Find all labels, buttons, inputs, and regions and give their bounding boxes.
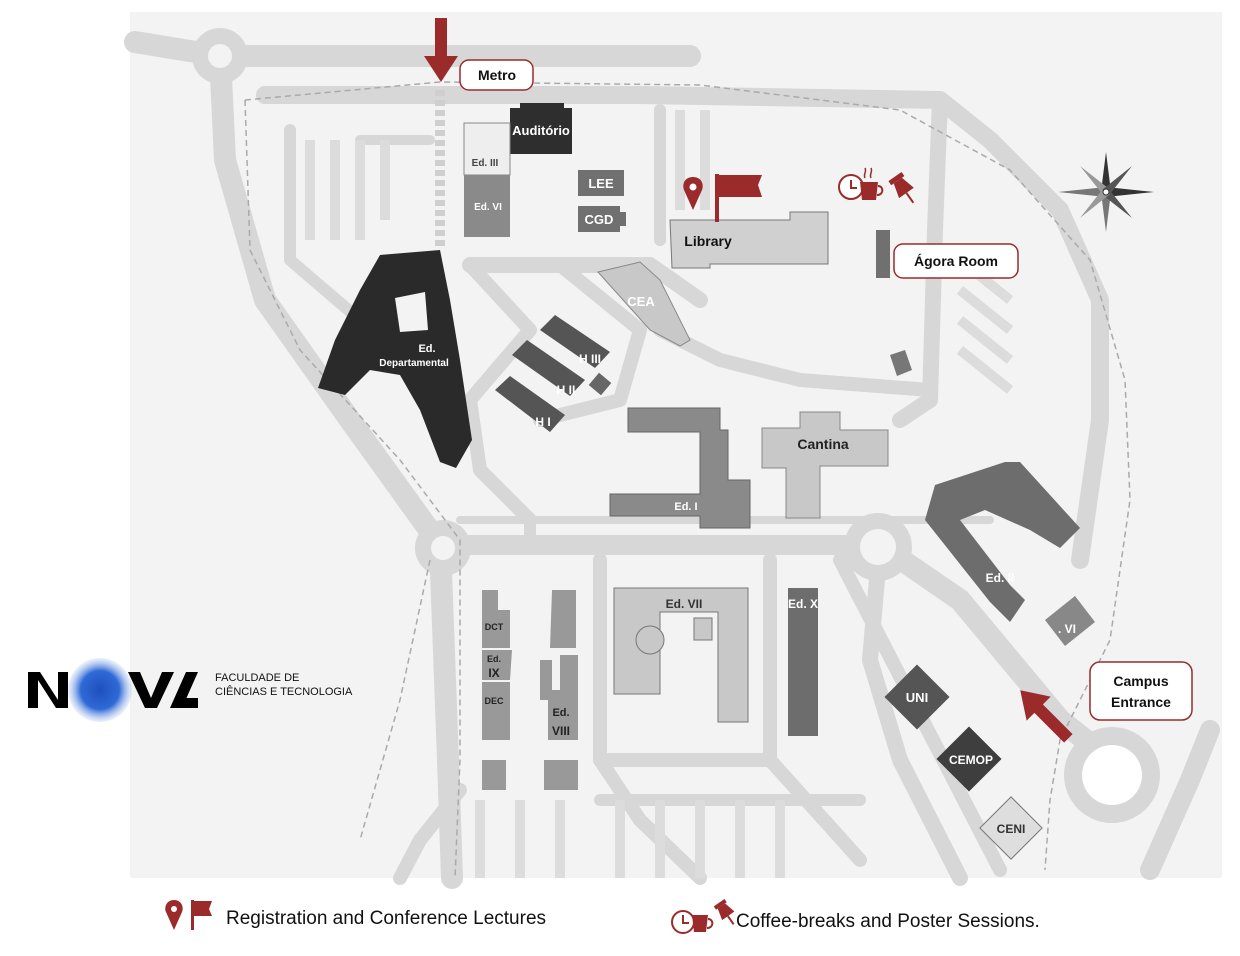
legend-coffee-cup-icon bbox=[692, 915, 714, 932]
campus-perimeter bbox=[244, 81, 1131, 879]
building-ed-ix[interactable]: Ed. IX bbox=[482, 650, 512, 680]
building-agora[interactable] bbox=[876, 230, 890, 278]
building-h-iii[interactable]: H III bbox=[540, 315, 610, 368]
building-ceni[interactable]: CENI bbox=[979, 796, 1043, 860]
svg-text:Ed. I: Ed. I bbox=[674, 501, 697, 513]
nova-logo: FACULDADE DE CIÊNCIAS E TECNOLOGIA bbox=[28, 658, 353, 722]
building-cgd[interactable]: CGD bbox=[578, 206, 626, 232]
coffee-cup-icon bbox=[860, 167, 884, 200]
svg-text:UNI: UNI bbox=[906, 690, 928, 705]
logo-line2: CIÊNCIAS E TECNOLOGIA bbox=[215, 685, 353, 698]
building-uni[interactable]: UNI bbox=[884, 664, 950, 730]
svg-text:IX: IX bbox=[488, 666, 499, 680]
svg-text:DEC: DEC bbox=[484, 696, 504, 706]
svg-text:Metro: Metro bbox=[478, 67, 516, 83]
building-h-i[interactable]: H I bbox=[495, 376, 565, 432]
svg-text:Cantina: Cantina bbox=[797, 436, 849, 452]
logo-line1: FACULDADE DE bbox=[215, 672, 299, 684]
svg-text:Ed. III: Ed. III bbox=[472, 158, 499, 169]
building-auditorio[interactable]: Auditório bbox=[510, 103, 572, 154]
svg-text:Ed.: Ed. bbox=[552, 707, 569, 719]
building-library[interactable]: Library bbox=[669, 211, 829, 269]
svg-text:Auditório: Auditório bbox=[512, 123, 570, 138]
svg-text:LEE: LEE bbox=[588, 176, 614, 191]
building-cantina[interactable]: Cantina bbox=[761, 411, 889, 519]
roundabouts bbox=[192, 28, 1160, 823]
svg-text:Ágora Room: Ágora Room bbox=[914, 253, 998, 269]
svg-text:Ed. VI: Ed. VI bbox=[474, 202, 502, 213]
svg-text:Ed. VII: Ed. VII bbox=[666, 597, 703, 611]
building-ed-vi[interactable]: Ed. VI bbox=[464, 175, 510, 237]
building-cea[interactable]: CEA bbox=[597, 261, 691, 347]
callout-metro[interactable]: Metro bbox=[459, 59, 534, 91]
svg-text:H II: H II bbox=[557, 383, 576, 397]
building-cemop[interactable]: CEMOP bbox=[936, 726, 1002, 792]
svg-text:VIII: VIII bbox=[552, 724, 570, 738]
clock-icon bbox=[838, 174, 864, 200]
legend-registration: Registration and Conference Lectures bbox=[226, 908, 547, 929]
building-ed-iii[interactable]: Ed. III bbox=[463, 122, 511, 176]
building-ed-x[interactable]: Ed. X bbox=[788, 588, 818, 736]
svg-text:. VI: . VI bbox=[1058, 622, 1076, 636]
arrow-up-left-icon bbox=[1020, 690, 1073, 743]
svg-text:CEA: CEA bbox=[627, 294, 655, 309]
svg-text:Ed. X: Ed. X bbox=[788, 597, 818, 611]
legend-pushpin-icon bbox=[713, 898, 735, 925]
svg-text:CENI: CENI bbox=[997, 822, 1026, 836]
svg-text:Campus: Campus bbox=[1113, 673, 1168, 689]
svg-text:H III: H III bbox=[579, 352, 601, 366]
callout-agora[interactable]: Ágora Room bbox=[893, 243, 1019, 279]
svg-text:Ed. II: Ed. II bbox=[986, 571, 1015, 585]
svg-text:H I: H I bbox=[535, 415, 550, 429]
legend-location-pin-icon bbox=[165, 900, 183, 930]
building-h-ii[interactable]: H II bbox=[512, 340, 585, 397]
building-ed-i[interactable]: Ed. I bbox=[609, 407, 751, 529]
road-network bbox=[124, 31, 1220, 889]
svg-text:Ed.: Ed. bbox=[487, 654, 501, 664]
building-small-annex bbox=[890, 350, 912, 376]
building-ed-viii-north bbox=[550, 590, 576, 648]
building-ed-departamental[interactable]: Ed. Departamental bbox=[318, 250, 472, 468]
legend-flag-icon bbox=[191, 900, 212, 930]
building-ed-viii[interactable]: Ed. VIII bbox=[540, 655, 578, 740]
svg-text:Ed.: Ed. bbox=[418, 343, 435, 355]
building-ed-vii[interactable]: Ed. VII bbox=[613, 587, 749, 723]
building-vi-small[interactable]: . VI bbox=[1045, 596, 1095, 646]
svg-text:Entrance: Entrance bbox=[1111, 694, 1171, 710]
arrow-down-icon bbox=[424, 18, 458, 82]
svg-text:Library: Library bbox=[684, 233, 732, 249]
building-dec[interactable]: DEC bbox=[482, 682, 510, 740]
location-pin-icon bbox=[683, 177, 703, 210]
building-small-south-2 bbox=[544, 760, 578, 790]
building-dct[interactable]: DCT bbox=[482, 590, 510, 648]
building-ed-ii[interactable]: Ed. II bbox=[925, 462, 1080, 622]
parking-lots bbox=[305, 110, 1014, 878]
building-small-south-1 bbox=[482, 760, 506, 790]
building-small-kiosk bbox=[588, 372, 612, 396]
callout-campus-entrance[interactable]: Campus Entrance bbox=[1089, 661, 1193, 721]
legend-coffee: Coffee-breaks and Poster Sessions. bbox=[736, 911, 1040, 932]
compass-rose-icon bbox=[1058, 152, 1154, 232]
legend-clock-icon bbox=[671, 910, 695, 934]
building-lee[interactable]: LEE bbox=[578, 170, 624, 196]
svg-text:Departamental: Departamental bbox=[379, 358, 449, 369]
svg-text:DCT: DCT bbox=[485, 622, 504, 632]
svg-text:CEMOP: CEMOP bbox=[949, 753, 993, 767]
pushpin-icon bbox=[888, 171, 915, 204]
flag-icon bbox=[715, 174, 762, 222]
svg-text:CGD: CGD bbox=[585, 212, 614, 227]
